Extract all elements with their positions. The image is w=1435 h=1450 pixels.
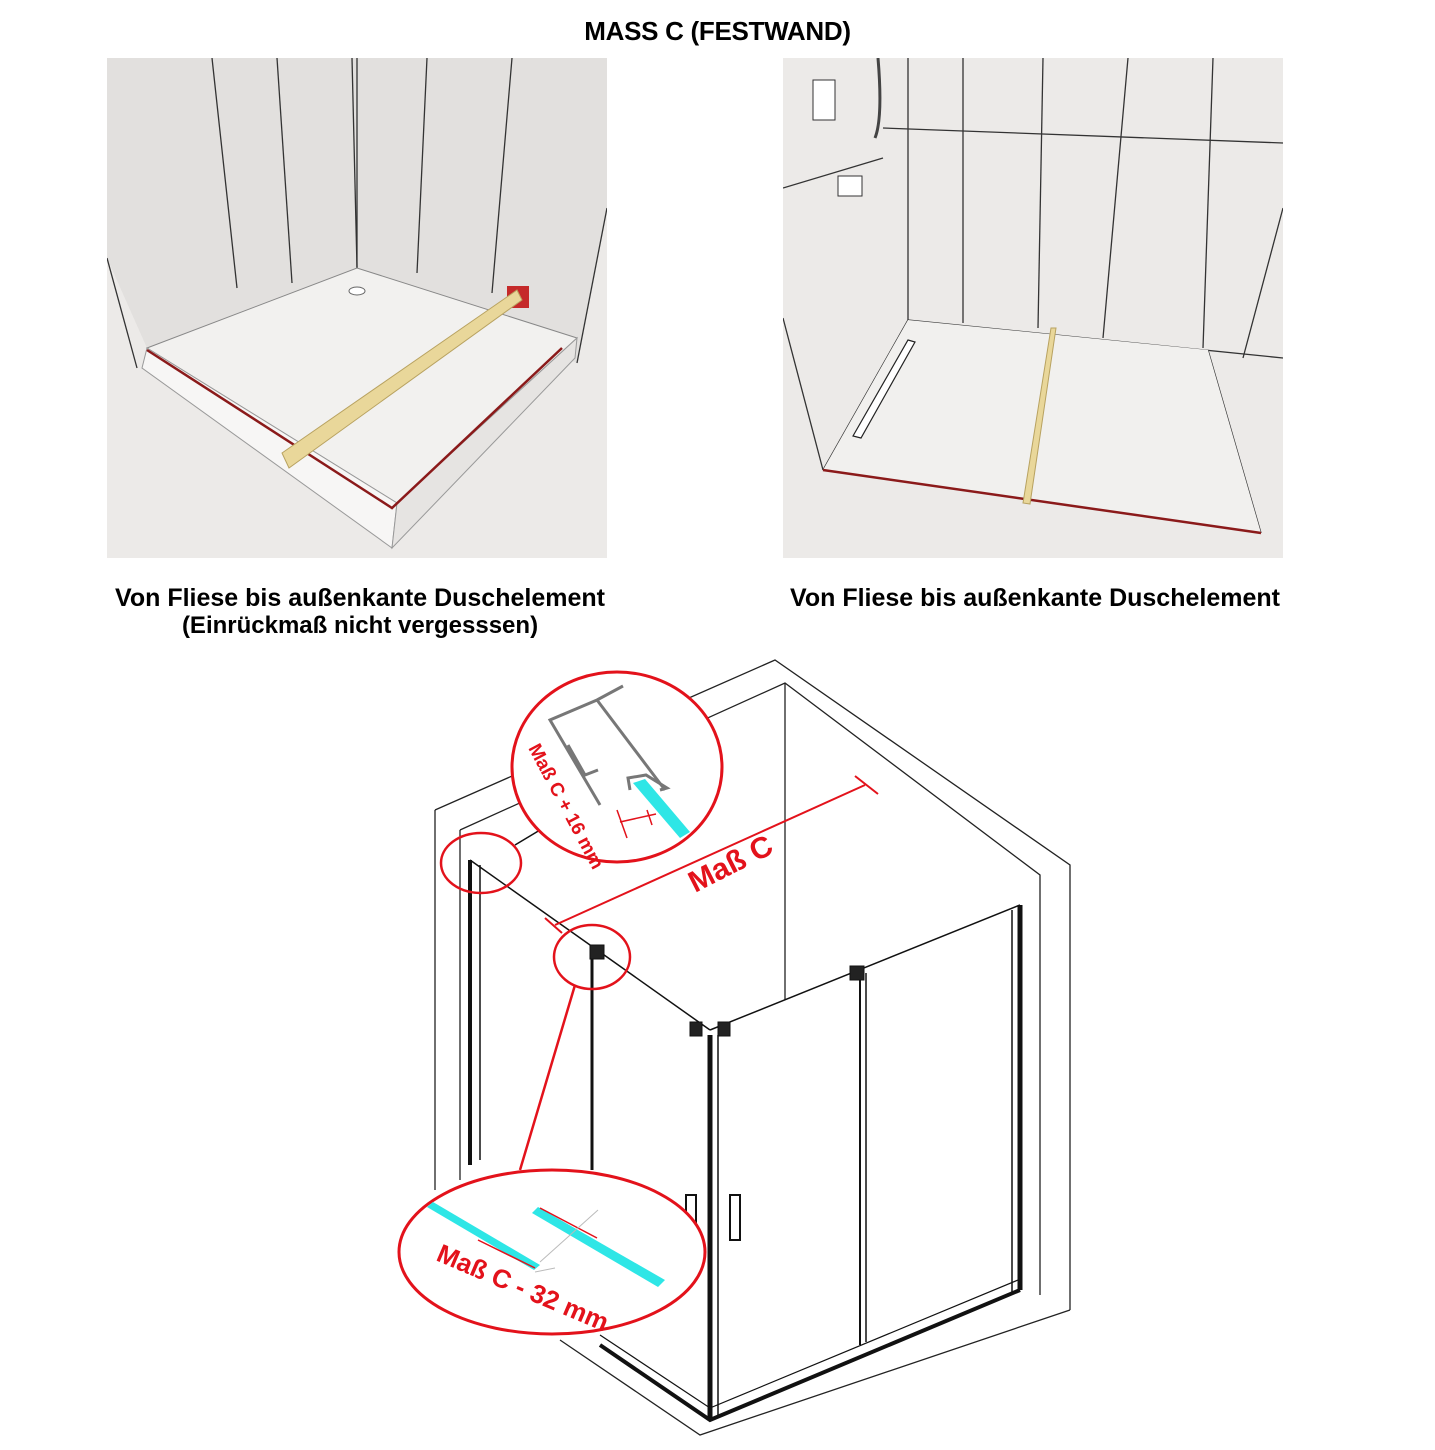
left-caption: Von Fliese bis außenkante Duschelement (… <box>40 584 680 640</box>
shower-enclosure <box>468 859 1023 1423</box>
dimension-mass-c <box>544 775 879 934</box>
left-caption-line1: Von Fliese bis außenkante Duschelement <box>115 584 605 612</box>
right-caption: Von Fliese bis außenkante Duschelement <box>720 584 1350 612</box>
page-title: MASS C (FESTWAND) <box>584 16 851 46</box>
callout-leader <box>518 984 577 1171</box>
bottom-callout: Maß C - 32 mm <box>397 1168 707 1337</box>
walk-in-floor-illustration <box>783 58 1283 558</box>
door-profile-marker <box>552 923 632 991</box>
right-caption-line1: Von Fliese bis außenkante Duschelement <box>790 584 1280 612</box>
left-caption-line2: (Einrückmaß nicht vergesssen) <box>181 612 539 639</box>
shower-tray-illustration <box>107 58 607 558</box>
top-corner-marker <box>439 831 523 895</box>
top-callout: Maß C + 16 mm <box>510 670 724 873</box>
mass-c-label: Maß C <box>683 829 778 899</box>
